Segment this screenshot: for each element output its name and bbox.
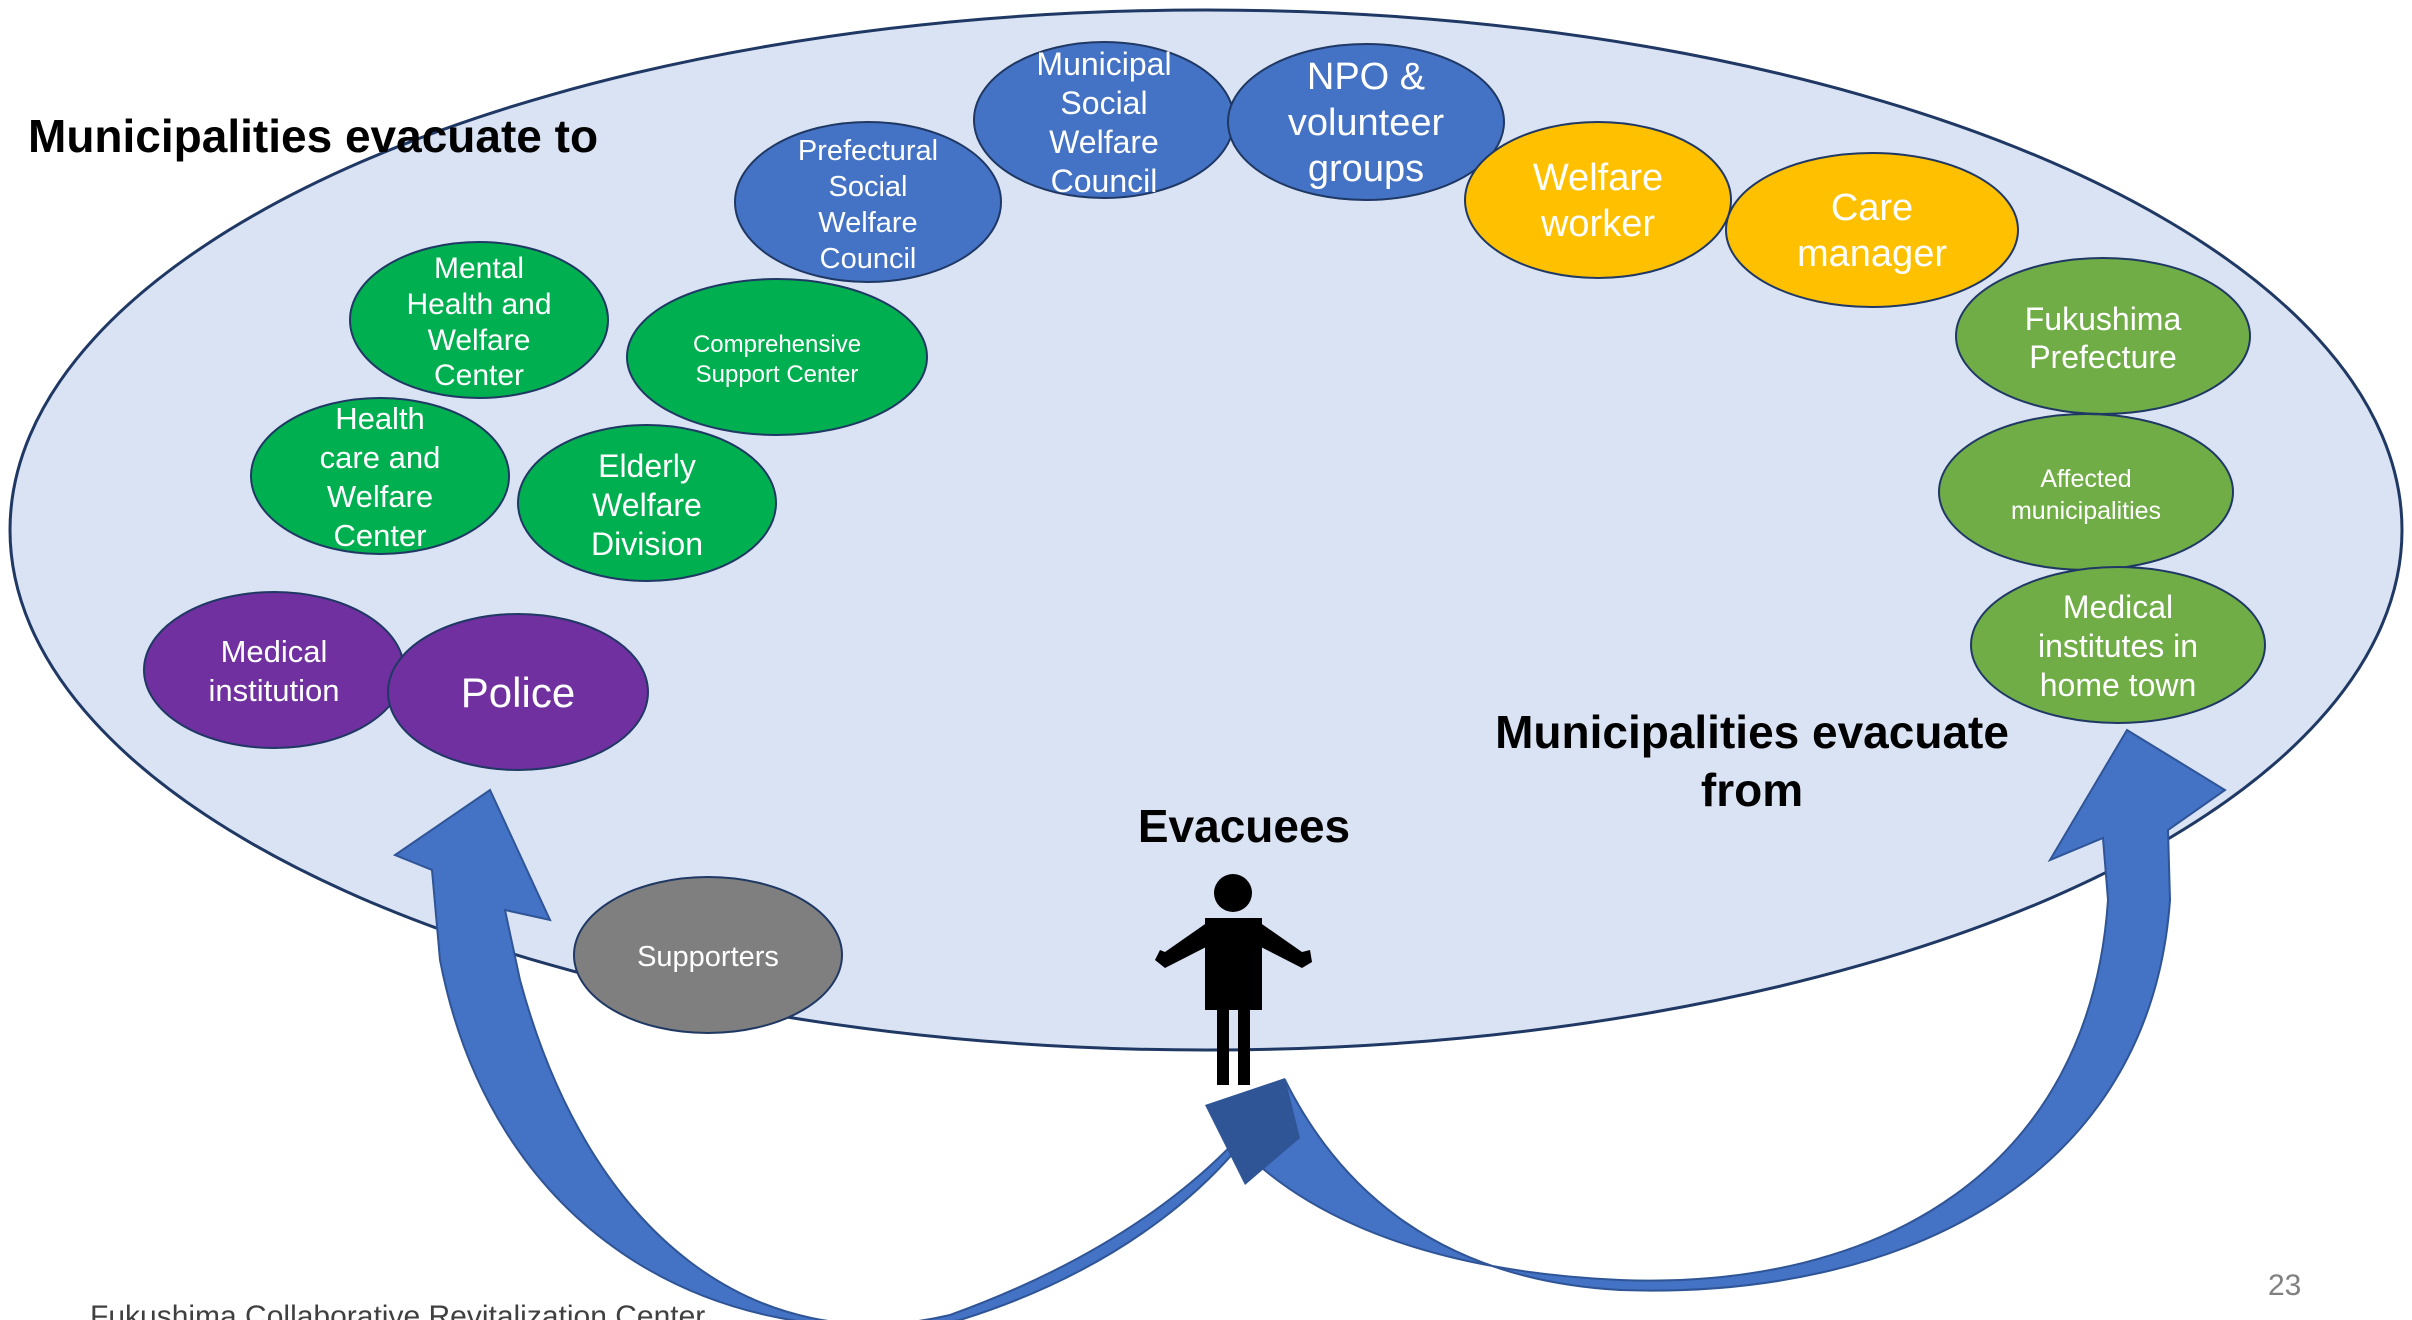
node-elderly-welfare-division: Elderly Welfare Division [517,424,777,582]
svg-text:Division: Division [591,526,703,562]
svg-text:Welfare: Welfare [1533,157,1663,199]
svg-text:Medical: Medical [2063,589,2173,625]
node-municipal-social-welfare-council: Municipal Social Welfare Council [973,41,1235,199]
svg-text:Council: Council [820,243,917,275]
svg-text:groups: groups [1308,148,1424,190]
svg-text:Health: Health [335,401,425,436]
svg-text:care and: care and [320,440,441,475]
svg-text:Elderly: Elderly [598,448,696,484]
svg-text:manager: manager [1797,233,1947,275]
svg-text:Mental: Mental [434,252,524,285]
footer-organization: Fukushima Collaborative Revitalization C… [90,1300,705,1320]
svg-text:Social: Social [1060,85,1147,121]
svg-text:home town: home town [2040,667,2197,703]
evacuees-label: Evacuees [1138,800,1350,852]
svg-text:institution: institution [209,673,340,708]
node-welfare-worker: Welfare worker [1464,121,1732,279]
arrow-to-destination [392,788,1281,1320]
heading-evacuate-from-line1: Municipalities evacuate [1495,706,2009,758]
svg-text:institutes in: institutes in [2038,628,2198,664]
svg-text:Welfare: Welfare [327,479,433,514]
svg-text:Prefectural: Prefectural [798,135,938,167]
svg-text:volunteer: volunteer [1288,102,1445,144]
node-health-care-welfare-center: Health care and Welfare Center [250,397,510,555]
svg-text:Welfare: Welfare [592,487,702,523]
svg-text:Medical: Medical [221,634,328,669]
svg-text:Prefecture: Prefecture [2029,339,2177,375]
svg-text:Social: Social [829,171,908,203]
arrow-base-fold [1205,1078,1300,1185]
node-medical-institution: Medical institution [143,591,405,749]
node-mental-health-welfare-center: Mental Health and Welfare Center [349,241,609,399]
node-npo-volunteer-groups: NPO & volunteer groups [1227,43,1505,201]
page-number: 23 [2268,1269,2301,1302]
svg-text:municipalities: municipalities [2011,497,2161,525]
node-care-manager: Care manager [1725,152,2019,308]
svg-text:Supporters: Supporters [637,941,779,973]
node-prefectural-social-welfare-council: Prefectural Social Welfare Council [734,121,1002,283]
svg-text:Health and: Health and [406,288,551,321]
person-icon [1155,874,1312,1085]
node-comprehensive-support-center: Comprehensive Support Center [626,278,928,436]
svg-text:worker: worker [1540,203,1655,245]
heading-evacuate-from-line2: from [1701,764,1803,816]
arrow-from-hometown [1208,728,2227,1292]
svg-text:NPO &: NPO & [1307,56,1425,98]
svg-text:Council: Council [1051,163,1158,199]
svg-text:Welfare: Welfare [428,324,531,357]
node-medical-institutes-home-town: Medical institutes in home town [1970,566,2266,724]
svg-text:Welfare: Welfare [1049,124,1159,160]
svg-text:Welfare: Welfare [818,207,917,239]
node-affected-municipalities: Affected municipalities [1938,413,2234,571]
node-fukushima-prefecture: Fukushima Prefecture [1955,257,2251,415]
svg-text:Municipal: Municipal [1036,46,1171,82]
svg-text:Center: Center [434,359,524,392]
heading-evacuate-to: Municipalities evacuate to [28,110,598,162]
svg-text:Police: Police [461,669,575,716]
svg-text:Care: Care [1831,187,1913,229]
svg-text:Support Center: Support Center [696,361,859,388]
node-supporters: Supporters [573,876,843,1034]
svg-text:Fukushima: Fukushima [2025,301,2182,337]
svg-text:Comprehensive: Comprehensive [693,331,861,358]
svg-text:Center: Center [333,518,426,553]
svg-text:Affected: Affected [2040,465,2131,493]
node-police: Police [387,613,649,771]
